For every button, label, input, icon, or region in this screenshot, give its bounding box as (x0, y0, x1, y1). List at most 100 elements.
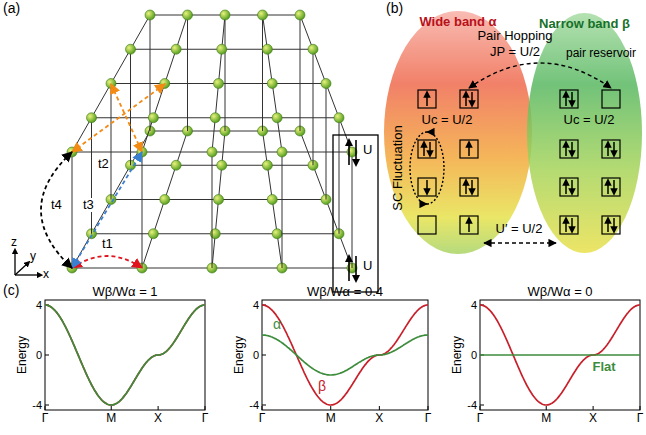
y-tick (262, 355, 266, 356)
lattice-site (183, 10, 193, 20)
lattice-bond (212, 15, 225, 152)
label: Uc = U/2 (564, 113, 615, 127)
label: Γ (42, 412, 49, 425)
spin-up (565, 182, 567, 194)
alpha-band (262, 305, 428, 405)
lattice-site (267, 195, 277, 205)
axis-triad (15, 251, 40, 275)
spin-up (607, 144, 609, 156)
spin-up (607, 220, 609, 232)
lattice-site (262, 160, 272, 170)
x-tick (480, 406, 481, 410)
lattice-site (126, 44, 136, 54)
site-square (418, 178, 436, 196)
lattice-site (262, 44, 272, 54)
interlayer-bond (212, 152, 213, 268)
t2-arrow (111, 84, 142, 152)
label: t3 (82, 198, 95, 212)
sc-fluctuation-arrow (410, 132, 427, 204)
y-axis (15, 263, 28, 275)
spin-down (571, 142, 573, 154)
spin-up (423, 144, 425, 156)
label: t1 (101, 237, 114, 251)
x-tick (640, 406, 641, 410)
spin-up (426, 94, 428, 106)
spin-down (426, 180, 428, 192)
spin-down (571, 92, 573, 104)
t3-arrow (72, 152, 142, 268)
lattice-site (87, 113, 97, 123)
label: X (589, 412, 597, 425)
spin-up (565, 220, 567, 232)
label: JP = U/2 (490, 45, 540, 59)
spin-up (348, 258, 350, 281)
oval-fill (527, 13, 642, 253)
label: 4 (253, 299, 259, 311)
z-axis (14, 251, 15, 275)
band-plots (45, 300, 640, 410)
x-tick (205, 406, 206, 410)
alpha-band (45, 305, 205, 405)
site-square (560, 178, 578, 196)
spin-down (355, 256, 357, 279)
lattice-site (220, 10, 230, 20)
beta-band (262, 335, 428, 375)
interlayer-bond (282, 152, 283, 268)
spin-down (571, 218, 573, 230)
onsite-frame (333, 135, 378, 292)
label: Wβ/Wα = 0 (527, 285, 592, 299)
interlayer-bond (262, 15, 263, 131)
lattice-site (214, 79, 224, 89)
lattice-bond (263, 15, 283, 152)
spin-down (571, 180, 573, 192)
interlayer-bond (352, 152, 353, 268)
label: Γ (477, 412, 484, 425)
x-tick (593, 406, 594, 410)
label: (a) (3, 1, 20, 16)
site-square (460, 216, 478, 234)
x-tick (45, 406, 46, 410)
site-square (602, 178, 620, 196)
interlayer-bond (313, 49, 314, 165)
interlayer-bond (187, 15, 188, 131)
label: Energy (233, 336, 246, 374)
spin-up (565, 94, 567, 106)
label: Γ (637, 412, 644, 425)
bilayer-lattice (67, 10, 357, 273)
site-square (602, 90, 620, 108)
spin-up (565, 144, 567, 156)
spin-up (468, 144, 470, 156)
label: α (273, 317, 281, 332)
label: x (43, 268, 49, 281)
lattice-site (214, 195, 224, 205)
site-square (460, 90, 478, 108)
site-square (560, 216, 578, 234)
label: Wβ/Wα = 1 (92, 285, 157, 299)
label: Flat (592, 360, 615, 374)
label: SC Fluctuation (391, 125, 405, 210)
label: 4 (36, 299, 42, 311)
lattice-site (272, 113, 282, 123)
label: (c) (3, 283, 19, 298)
site-square (418, 140, 436, 158)
label: Uc = U/2 (422, 113, 473, 127)
label: Energy (451, 336, 464, 374)
lattice-site (295, 10, 305, 20)
spin-down (471, 92, 473, 104)
label: β (318, 379, 326, 394)
x-tick (158, 406, 159, 410)
label: U (363, 259, 372, 273)
interlayer-bond (225, 15, 226, 131)
interlayer-bond (111, 84, 112, 200)
pair-hopping-arrow (469, 63, 611, 88)
lattice-site (217, 160, 227, 170)
t4-arrow (41, 152, 72, 268)
label: Wβ/Wα = 0.4 (307, 285, 383, 299)
x-tick (330, 406, 331, 410)
site-square (418, 90, 436, 108)
interlayer-bond (91, 118, 92, 234)
spin-up (465, 94, 467, 106)
lattice-site (171, 44, 181, 54)
label: 0 (471, 349, 477, 361)
